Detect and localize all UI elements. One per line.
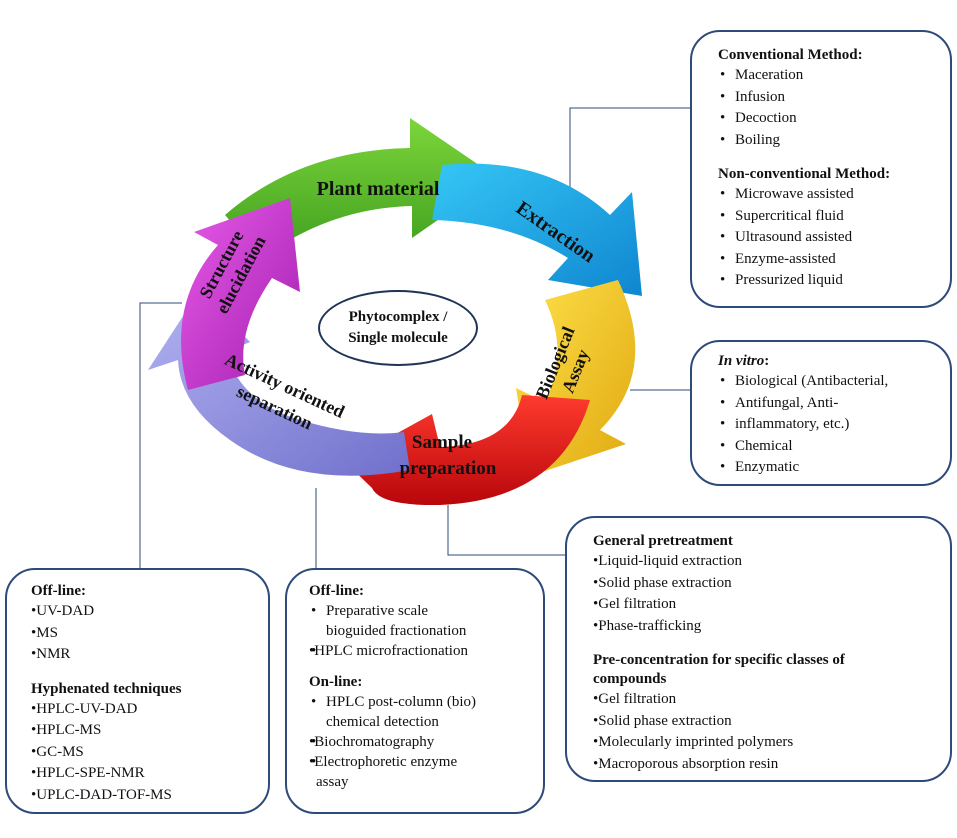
list-item: Gel filtration [593,594,940,616]
list-item: Pressurized liquid [718,270,940,292]
list-item: Boiling [718,130,940,152]
list-item: UPLC-DAD-TOF-MS [31,785,258,807]
in-vitro-heading: In vitro: [718,353,770,369]
list-item: MS [31,623,258,645]
list-item: •HPLC microfractionation [309,641,535,661]
online-heading: On-line: [309,674,363,690]
assay-list: Biological (Antibacterial, Antifungal, A… [718,371,940,479]
list-item: Liquid-liquid extraction [593,551,940,573]
nonconventional-list: Microwave assisted Supercritical fluid U… [718,184,940,292]
list-item: Gel filtration [593,689,940,711]
center-node: Phytocomplex / Single molecule [318,290,478,366]
pretreatment-box: General pretreatment Liquid-liquid extra… [565,516,952,782]
list-item: Microwave assisted [718,184,940,206]
connector-sample [447,505,565,556]
hyphenated-heading: Hyphenated techniques [31,680,182,697]
list-item: HPLC-UV-DAD [31,699,258,721]
list-item: HPLC-MS [31,720,258,742]
nonconventional-heading: Non-conventional Method: [718,166,891,182]
list-item: HPLC-SPE-NMR [31,763,258,785]
offline-list: UV-DAD MS NMR [31,601,258,666]
extraction-methods-box: Conventional Method: Maceration Infusion… [690,30,952,308]
center-line-1: Phytocomplex / [348,309,448,325]
list-item-continuation: inflammatory, etc.) [718,414,940,436]
offline-heading: Off-line: [31,583,86,599]
list-item: HPLC post-column (bio)chemical detection [309,692,535,732]
pretreatment-list: Liquid-liquid extraction Solid phase ext… [593,551,940,637]
label-sample: Sample [412,432,472,453]
list-item: Solid phase extraction [593,573,940,595]
conventional-list: Maceration Infusion Decoction Boiling [718,65,940,151]
list-item: Enzyme-assisted [718,249,940,271]
conventional-heading: Conventional Method: [718,47,863,63]
arrow-structure-elucidation [181,198,300,390]
list-item: Molecularly imprinted polymers [593,732,940,754]
connector-extraction [569,107,690,190]
arrow-plant-material [225,118,498,258]
structure-techniques-box: Off-line: UV-DAD MS NMR Hyphenated techn… [5,568,270,814]
list-item: •Biochromatography [309,732,535,752]
offline-heading: Off-line: [309,583,364,599]
list-item: Biological (Antibacterial, [718,371,940,393]
connector-structure [139,302,182,568]
arrow-sample-preparation [345,395,590,506]
center-line-2: Single molecule [348,330,448,346]
preconcentration-list: Gel filtration Solid phase extraction Mo… [593,689,940,775]
list-item: Solid phase extraction [593,711,940,733]
list-item: Decoction [718,108,940,130]
hyphenated-list: HPLC-UV-DAD HPLC-MS GC-MS HPLC-SPE-NMR U… [31,699,258,807]
separation-online-list: HPLC post-column (bio)chemical detection… [309,692,535,792]
arrow-extraction [432,163,642,296]
list-item-continuation: Antifungal, Anti- [718,393,940,415]
list-item: Macroporous absorption resin [593,754,940,776]
list-item: Supercritical fluid [718,206,940,228]
list-item: UV-DAD [31,601,258,623]
label-plant-material: Plant material [317,178,440,200]
list-item: Infusion [718,87,940,109]
list-item: Maceration [718,65,940,87]
assay-box: In vitro: Biological (Antibacterial, Ant… [690,340,952,486]
list-item: Ultrasound assisted [718,227,940,249]
general-pretreatment-heading: General pretreatment [593,533,733,549]
label-preparation: preparation [400,458,497,479]
list-item: Phase-trafficking [593,616,940,638]
list-item: NMR [31,644,258,666]
connector-lines [139,107,690,568]
list-item: GC-MS [31,742,258,764]
list-item: Enzymatic [718,457,940,479]
preconcentration-heading: Pre-concentration for specific classes o… [593,652,845,687]
list-item: Chemical [718,436,940,458]
